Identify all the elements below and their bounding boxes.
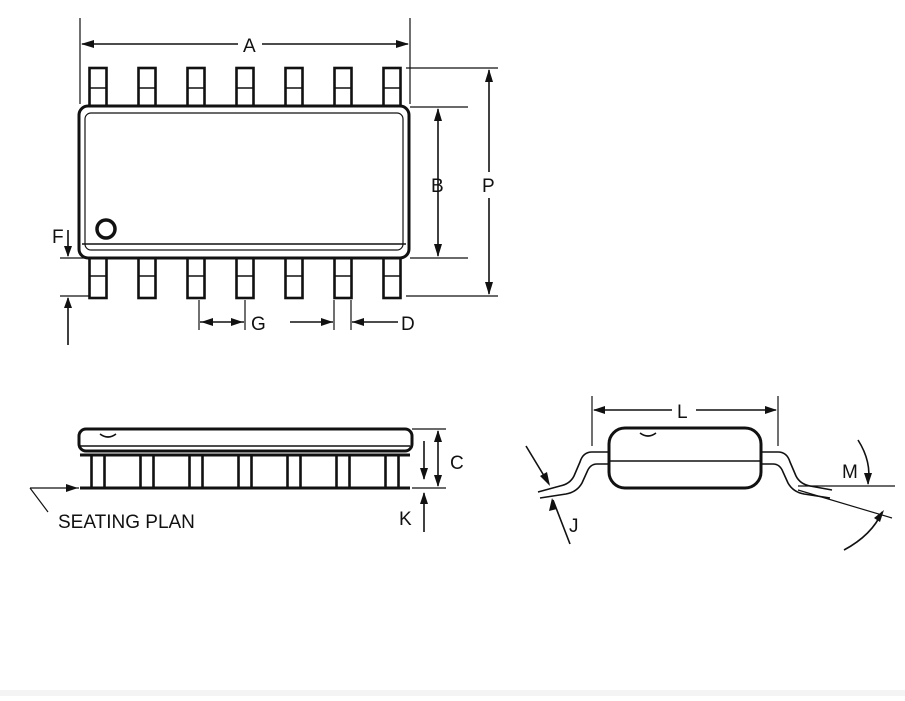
label-J: J xyxy=(569,516,579,537)
side-body xyxy=(77,427,414,453)
label-D: D xyxy=(401,314,415,335)
top-pin xyxy=(88,66,108,108)
label-L: L xyxy=(677,402,688,423)
top-pin xyxy=(284,66,304,108)
bottom-strip xyxy=(0,690,905,696)
label-A: A xyxy=(243,36,256,57)
dimension-P: P xyxy=(406,67,498,297)
dimension-G: G xyxy=(198,300,266,335)
dimension-A: A xyxy=(79,18,411,104)
side-view: C K SEATING PLAN xyxy=(29,427,464,533)
right-lead xyxy=(761,451,833,491)
dimension-D: D xyxy=(290,300,415,335)
top-pin xyxy=(186,66,206,108)
right-lead-inner xyxy=(761,463,831,499)
side-pin-row xyxy=(90,455,400,488)
top-pin-row xyxy=(88,66,402,108)
dimension-J: J xyxy=(525,445,579,545)
seating-plane: SEATING PLAN xyxy=(29,484,195,533)
package-body xyxy=(77,104,411,260)
bottom-pin xyxy=(88,256,108,300)
label-P: P xyxy=(482,176,495,197)
label-M: M xyxy=(842,462,858,483)
top-pin xyxy=(382,66,402,108)
seating-plane-label: SEATING PLAN xyxy=(58,512,195,533)
dimension-C: C xyxy=(412,428,464,489)
label-K: K xyxy=(399,509,412,530)
dimension-B: B xyxy=(410,106,468,259)
label-C: C xyxy=(450,453,464,474)
bottom-pin xyxy=(186,256,206,300)
side-notch xyxy=(99,433,117,438)
end-body xyxy=(607,426,763,490)
end-view: L J M xyxy=(525,396,895,551)
label-F: F xyxy=(52,227,64,248)
bottom-pin xyxy=(137,256,157,300)
bottom-pin xyxy=(235,256,255,300)
dimension-M: M xyxy=(842,439,884,551)
pin-one-marker xyxy=(95,218,117,240)
left-lead xyxy=(537,451,609,493)
label-B: B xyxy=(431,176,444,197)
label-G: G xyxy=(251,314,266,335)
bottom-pin xyxy=(382,256,402,300)
dimension-L: L xyxy=(591,396,779,446)
bottom-pin-row xyxy=(88,256,402,300)
top-pin xyxy=(137,66,157,108)
top-view: A B P F xyxy=(52,18,498,345)
top-pin xyxy=(235,66,255,108)
left-lead-inner xyxy=(539,463,609,499)
bottom-pin xyxy=(333,256,353,300)
end-notch xyxy=(639,432,657,437)
package-body-inner-edge xyxy=(84,112,404,251)
bottom-pin xyxy=(284,256,304,300)
angle-ref-inclined xyxy=(797,489,893,519)
dimension-K: K xyxy=(399,441,428,532)
dimension-F: F xyxy=(52,227,90,345)
top-pin xyxy=(333,66,353,108)
